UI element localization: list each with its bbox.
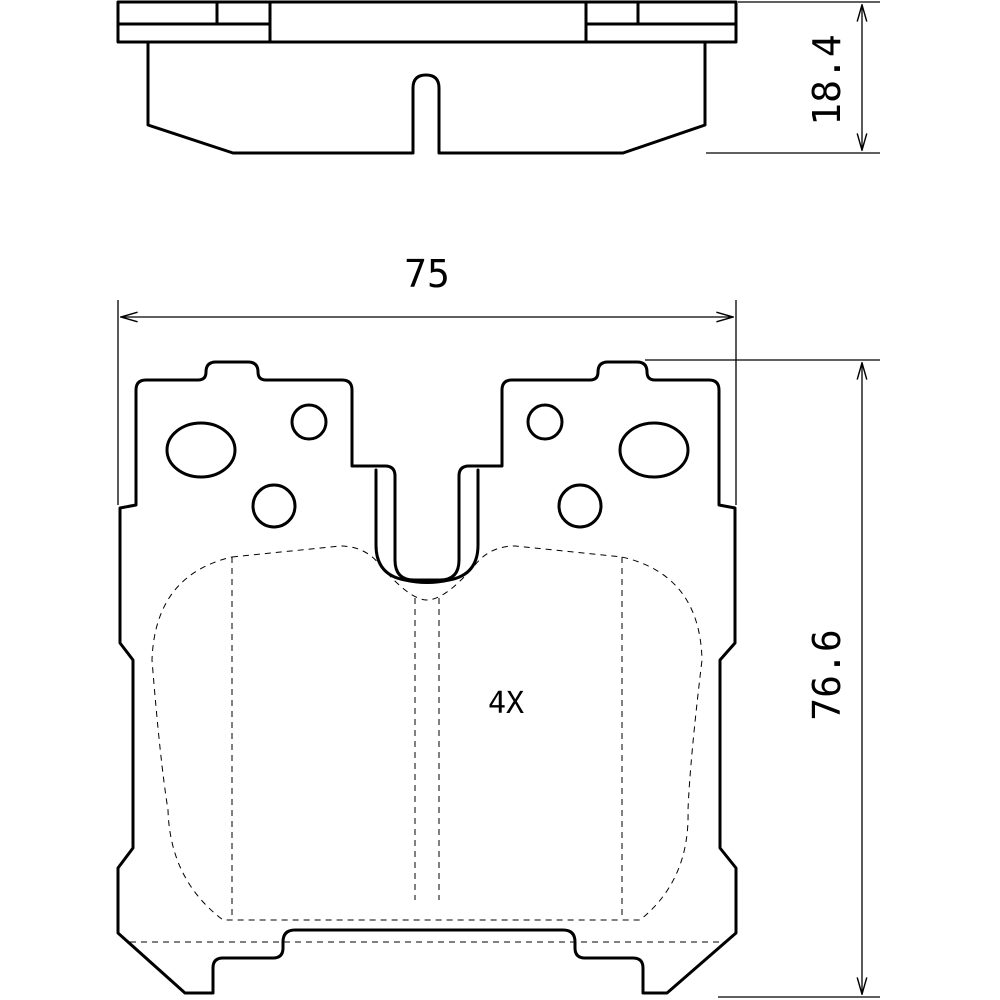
rivet-hole-left-upper <box>290 403 328 441</box>
thickness-dimension: 18.4 <box>706 1 880 154</box>
rivet-hole-right-upper <box>526 403 564 441</box>
backing-plate-outline <box>116 360 738 995</box>
slot-inner-contour <box>374 468 480 584</box>
oval-hole-right <box>618 421 690 479</box>
backing-plate-side <box>116 0 738 44</box>
friction-material-hidden-outline <box>151 545 703 921</box>
front-view: 4X <box>116 360 738 995</box>
rivet-hole-left-lower <box>251 483 297 529</box>
rivet-hole-right-lower <box>557 483 603 529</box>
width-dimension: 75 <box>117 252 737 505</box>
quantity-label: 4X <box>488 686 524 721</box>
oval-hole-left <box>165 421 237 479</box>
dimension-thickness-label: 18.4 <box>805 34 849 126</box>
dimension-height-label: 76.6 <box>805 629 849 721</box>
side-view <box>116 0 738 155</box>
friction-material-side <box>146 40 707 155</box>
height-dimension: 76.6 <box>645 359 880 998</box>
dimension-width-label: 75 <box>404 252 450 296</box>
